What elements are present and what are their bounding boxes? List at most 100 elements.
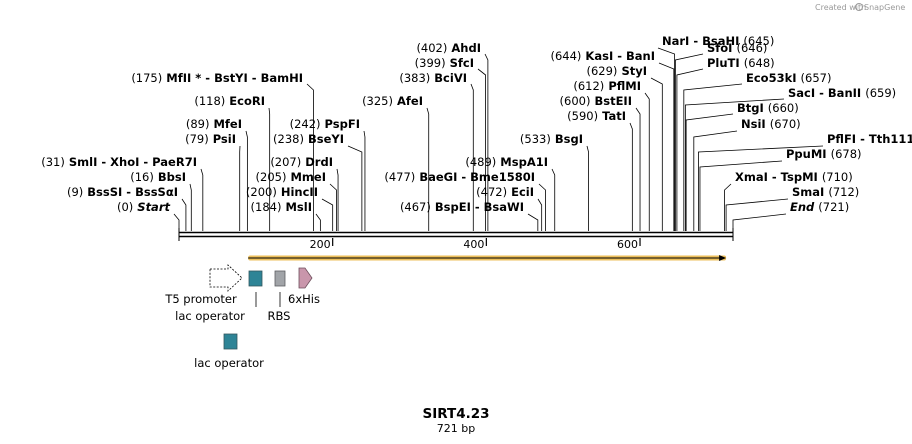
site-bcivi[interactable]: (383) BciVI: [399, 71, 474, 231]
site-xmai[interactable]: XmaI - TspMI (710): [724, 170, 853, 231]
enzyme-name: MfeI: [213, 117, 242, 131]
enzyme-name: BtgI: [737, 101, 764, 115]
enzyme-name: BbsI: [158, 170, 186, 184]
site-leader-line: [329, 183, 337, 231]
site-mfei[interactable]: (89) MfeI: [186, 117, 248, 231]
site-label: (207) DrdI: [270, 155, 333, 169]
site-pluti[interactable]: PluTI (648): [676, 56, 775, 231]
site-pflmi[interactable]: (612) PflMI: [573, 79, 650, 231]
site-kasi[interactable]: (644) KasI - BanI: [550, 49, 675, 231]
site-position: (472): [476, 185, 507, 199]
site-bbsi[interactable]: (16) BbsI: [130, 170, 192, 231]
site-position: (9): [67, 185, 83, 199]
site-smai[interactable]: SmaI (712): [725, 185, 859, 231]
site-label: Eco53kI (657): [746, 71, 831, 85]
site-start[interactable]: (0) Start: [117, 200, 180, 231]
enzyme-name: AhdI: [451, 41, 481, 55]
enzyme-name: EciI: [511, 185, 534, 199]
site-label: (383) BciVI: [399, 71, 467, 85]
site-leader-line: [200, 168, 204, 231]
enzyme-name: SmlI: [69, 155, 98, 169]
site-position: (590): [567, 109, 598, 123]
site-ahdi[interactable]: (402) AhdI: [416, 41, 489, 231]
feature-6xhis[interactable]: 6xHis: [288, 267, 320, 306]
site-pspfi[interactable]: (242) PspFI: [290, 117, 366, 231]
site-label: (31) SmlI - XhoI - PaeR7I: [41, 155, 197, 169]
site-hincii[interactable]: (200) HincII: [246, 185, 334, 231]
site-end[interactable]: End (721): [732, 200, 849, 231]
site-eco53ki[interactable]: Eco53kI (657): [683, 71, 832, 231]
promoter-arrow-icon: [209, 264, 243, 292]
site-leader-line: [527, 213, 539, 231]
site-label: End (721): [790, 200, 849, 214]
site-smli[interactable]: (31) SmlI - XhoI - PaeR7I: [41, 155, 204, 231]
site-bsgi[interactable]: (533) BsgI: [520, 132, 589, 231]
site-afei[interactable]: (325) AfeI: [362, 94, 430, 231]
site-position: (646): [736, 41, 767, 55]
ruler-tick-label: 600: [617, 238, 638, 251]
site-label: XmaI - TspMI (710): [735, 170, 853, 184]
site-saci[interactable]: SacI - BanII (659): [684, 86, 896, 231]
site-mspa1i[interactable]: (489) MspA1I: [465, 155, 556, 231]
site-btgi[interactable]: BtgI (660): [685, 101, 799, 231]
operator-box-icon: [248, 270, 263, 287]
site-bsssi[interactable]: (9) BssSI - BssSαI: [67, 185, 187, 231]
ruler-tick-label: 200: [310, 238, 331, 251]
feature-lac-operator-2[interactable]: lac operator: [194, 333, 264, 370]
site-psii[interactable]: (79) PsiI: [185, 132, 241, 231]
feature-rbs[interactable]: RBS: [268, 270, 291, 323]
site-leader-line: [732, 213, 787, 231]
enzyme-name: BaeGI: [419, 170, 457, 184]
orf-arrow[interactable]: [248, 255, 727, 261]
site-tati[interactable]: (590) TatI: [567, 109, 633, 231]
site-leader-line: [477, 68, 486, 231]
site-position: (89): [186, 117, 210, 131]
enzyme-name: KasI: [585, 49, 613, 63]
feature-lac-operator-1[interactable]: lac operator: [175, 270, 263, 323]
feature-label-lac-operator-1: lac operator: [175, 309, 245, 323]
site-msli[interactable]: (184) MslI: [251, 200, 321, 231]
enzyme-name: PflFI: [827, 132, 856, 146]
feature-t5-promoter[interactable]: T5 promoter: [164, 264, 243, 306]
site-ecii[interactable]: (472) EciI: [476, 185, 543, 231]
enzyme-name: BsaHI: [702, 34, 739, 48]
enzyme-name: SacI: [788, 86, 815, 100]
enzyme-name: PluTI: [707, 56, 740, 70]
site-ppumi[interactable]: PpuMI (678): [699, 147, 862, 231]
enzyme-name: XmaI: [735, 170, 768, 184]
site-sfci[interactable]: (399) SfcI: [415, 56, 486, 231]
site-position: (200): [246, 185, 277, 199]
site-label: (118) EcoRI: [194, 94, 265, 108]
site-leader-line: [321, 198, 334, 231]
site-sfoi[interactable]: SfoI (646): [674, 41, 767, 231]
enzyme-name: PsiI: [213, 132, 236, 146]
site-baegi[interactable]: (477) BaeGI - Bme1580I: [384, 170, 546, 231]
tag-arrow-icon: [298, 267, 313, 289]
site-styi[interactable]: (629) StyI: [586, 64, 663, 231]
site-leader-line: [674, 53, 704, 231]
enzyme-name: NsiI: [741, 117, 766, 131]
site-leader-line: [724, 183, 732, 231]
site-ecori[interactable]: (118) EcoRI: [194, 94, 271, 231]
enzyme-name: BsgI: [555, 132, 583, 146]
site-label: (238) BseYI: [273, 132, 344, 146]
site-position: (16): [130, 170, 154, 184]
site-leader-line: [684, 98, 785, 231]
site-nsii[interactable]: NsiI (670): [693, 117, 801, 231]
site-position: (0): [117, 200, 133, 214]
orf-arrowhead: [719, 255, 727, 261]
site-bseyi[interactable]: (238) BseYI: [273, 132, 363, 231]
backbone: [178, 228, 734, 241]
site-position: (670): [770, 117, 801, 131]
rbs-box-icon: [274, 270, 286, 287]
site-drdi[interactable]: (207) DrdI: [270, 155, 339, 231]
site-bsteii[interactable]: (600) BstEII: [560, 94, 641, 231]
site-label: (9) BssSI - BssSαI: [67, 185, 178, 199]
site-mmei[interactable]: (205) MmeI: [256, 170, 337, 231]
site-leader-line: [470, 83, 474, 231]
site-mfii-[interactable]: (175) MfII * - BstYI - BamHI: [131, 71, 314, 231]
site-leader-line: [306, 83, 314, 231]
site-bspei[interactable]: (467) BspEI - BsaWI: [400, 200, 539, 231]
site-nari[interactable]: NarI - BsaHI (645): [657, 34, 774, 231]
site-pflfi[interactable]: PflFI - Tth111I (676): [698, 132, 912, 231]
